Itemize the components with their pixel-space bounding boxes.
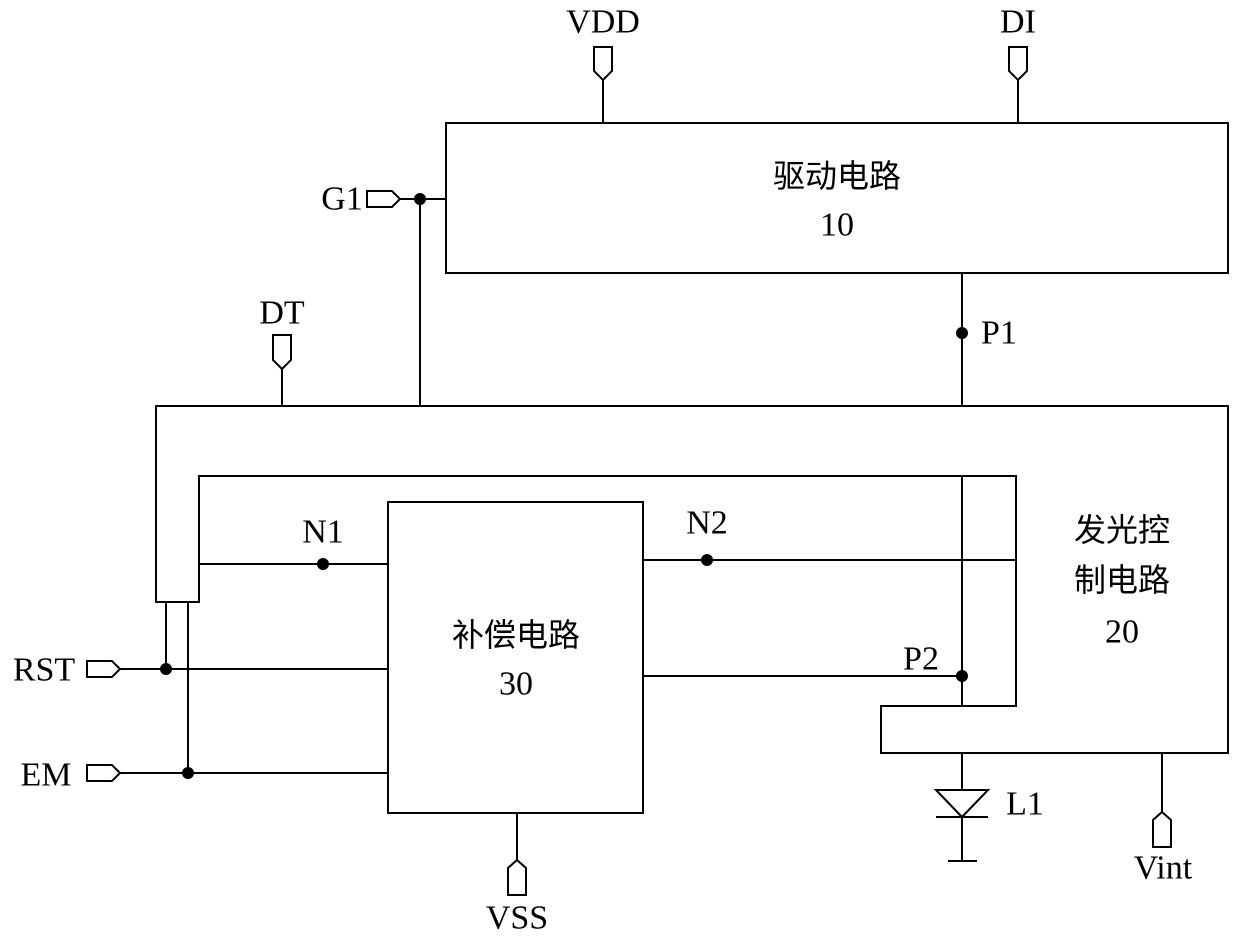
rst-terminal: RST [13,602,388,689]
l1-label: L1 [1006,786,1044,823]
di-pin-icon [1009,47,1027,80]
diode-icon [936,790,988,817]
n1-dot [317,558,329,570]
compensation-block: 补偿电路 30 [388,502,643,813]
vdd-terminal: VDD [566,4,640,124]
drive-circuit-block: 驱动电路 10 [446,123,1228,273]
drive-circuit-name: 驱动电路 [773,157,901,195]
dt-terminal: DT [259,295,305,407]
vint-terminal: Vint [1134,753,1193,887]
n2-dot [701,554,713,566]
emission-control-name-line1: 发光控 [1074,511,1170,549]
g1-junction-dot [414,193,426,205]
rst-label: RST [13,652,76,689]
p2-dot [956,670,968,682]
emission-control-name-line2: 制电路 [1074,561,1170,599]
n2-node: N2 [643,505,1016,567]
g1-pin-icon [367,191,400,207]
vdd-label: VDD [566,4,640,41]
em-terminal: EM [21,602,389,794]
em-junction-dot [182,767,194,779]
n1-node: N1 [199,514,388,571]
drive-circuit-id: 10 [820,207,854,244]
dt-pin-icon [273,335,291,369]
p1-label: P1 [981,315,1017,352]
emission-control-id: 20 [1105,614,1139,651]
rst-junction-dot [160,663,172,675]
vint-pin-icon [1153,812,1171,847]
di-terminal: DI [1000,4,1036,124]
compensation-outline [388,502,643,813]
compensation-name: 补偿电路 [452,616,580,654]
vint-label: Vint [1134,850,1193,887]
l1-diode: L1 [936,753,1044,861]
di-label: DI [1000,4,1036,41]
drive-circuit-outline [446,123,1228,273]
g1-label: G1 [321,181,363,218]
p1-dot [956,327,968,339]
g1-terminal: G1 [321,181,446,407]
em-pin-icon [87,765,120,781]
vss-pin-icon [508,860,526,895]
emission-control-block: 发光控 制电路 20 [156,406,1228,753]
n1-label: N1 [302,514,344,551]
dt-label: DT [259,295,305,332]
vss-terminal: VSS [486,813,548,937]
emission-control-outline [156,406,1228,753]
n2-label: N2 [686,505,728,542]
vss-label: VSS [486,900,548,937]
rst-pin-icon [87,661,120,677]
vdd-pin-icon [594,47,612,80]
compensation-id: 30 [499,666,533,703]
p1-node: P1 [956,273,1017,406]
em-label: EM [21,757,72,794]
p2-label: P2 [903,641,939,678]
